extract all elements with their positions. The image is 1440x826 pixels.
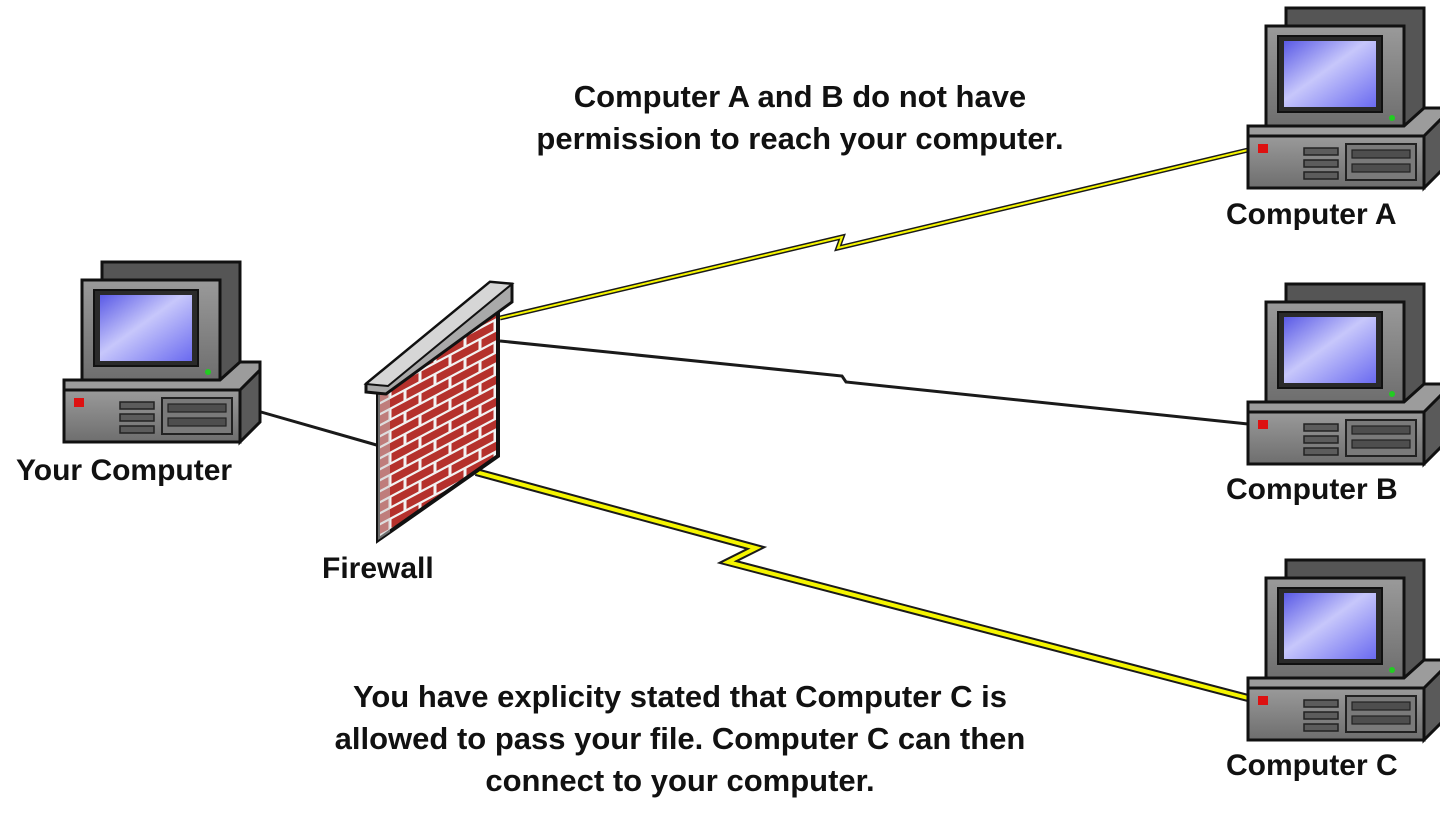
blocked-note-line: permission to reach your computer. <box>536 121 1064 156</box>
your-computer-label: Your Computer <box>16 454 233 487</box>
your-computer-icon <box>62 260 262 444</box>
computer-b-label: Computer B <box>1226 473 1398 506</box>
link-firewall-computer-b <box>499 339 1249 426</box>
connection-lines <box>239 147 1250 702</box>
allowed-note-line: You have explicity stated that Computer … <box>352 679 1007 714</box>
blocked-note: Computer A and B do not have permission … <box>500 76 1100 160</box>
computer-a-icon <box>1246 6 1440 190</box>
link-your-computer-firewall <box>239 404 381 448</box>
blocked-note-line: Computer A and B do not have <box>573 79 1027 114</box>
link-firewall-computer-a <box>499 147 1249 321</box>
allowed-note: You have explicity stated that Computer … <box>280 676 1080 802</box>
computer-c-icon <box>1246 558 1440 742</box>
computer-a-label: Computer A <box>1226 198 1397 231</box>
allowed-note-line: connect to your computer. <box>485 763 875 798</box>
firewall-icon <box>363 280 515 544</box>
allowed-note-line: allowed to pass your file. Computer C ca… <box>334 721 1026 756</box>
computer-c-label: Computer C <box>1226 749 1398 782</box>
computer-b-icon <box>1246 282 1440 466</box>
link-firewall-computer-c <box>474 468 1250 702</box>
firewall-label: Firewall <box>322 552 434 585</box>
